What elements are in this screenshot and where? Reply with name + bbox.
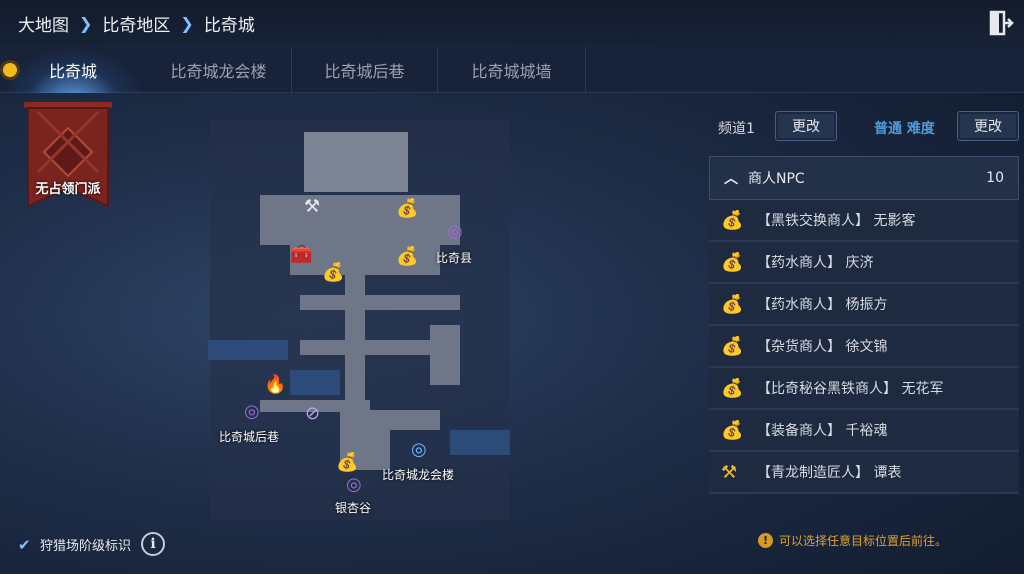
map-label-biqi-county[interactable]: 比奇县: [436, 251, 473, 265]
npc-list-item[interactable]: 💰 【比奇秘谷黑铁商人】 无花军: [709, 368, 1019, 410]
npc-name: 【药水商人】 杨振方: [757, 297, 888, 313]
area-tabs: 比奇城 比奇城龙会楼 比奇城后巷 比奇城城墙: [0, 46, 1024, 93]
money-bag-icon[interactable]: 💰: [336, 452, 359, 473]
tab-city-wall[interactable]: 比奇城城墙: [438, 46, 586, 93]
current-location-dot-icon: [3, 63, 17, 77]
npc-name: 【黑铁交换商人】 无影客: [757, 213, 916, 229]
tab-back-alley[interactable]: 比奇城后巷: [292, 46, 438, 93]
chevron-right-icon: ❯: [180, 14, 194, 33]
portal-icon[interactable]: ◎: [244, 401, 260, 422]
tab-dragon-hall[interactable]: 比奇城龙会楼: [146, 46, 292, 93]
breadcrumb: 大地图 ❯ 比奇地区 ❯ 比奇城: [18, 11, 255, 36]
money-bag-icon: 💰: [721, 251, 744, 273]
money-bag-icon[interactable]: 💰: [396, 246, 419, 267]
breadcrumb-world-map[interactable]: 大地图: [18, 16, 69, 36]
hunting-grade-toggle[interactable]: ✔ 狩猎场阶级标识 i: [18, 532, 166, 556]
difficulty-label: 普通 难度: [874, 121, 935, 137]
flame-icon[interactable]: 🔥: [264, 374, 287, 395]
money-bag-icon: 💰: [721, 293, 744, 315]
breadcrumb-region[interactable]: 比奇地区: [102, 16, 171, 36]
money-bag-icon: 💰: [721, 377, 744, 399]
npc-list: ︿ 商人NPC 10 💰 【黑铁交换商人】 无影客 💰 【药水商人】 庆济 💰 【药水…: [709, 156, 1019, 494]
hint-text: 可以选择任意目标位置后前往。: [779, 534, 948, 548]
chevron-right-icon: ❯: [79, 14, 93, 33]
category-count: 10: [986, 170, 1004, 186]
info-icon[interactable]: i: [141, 532, 166, 556]
portal-icon[interactable]: ◎: [346, 474, 362, 495]
money-bag-icon[interactable]: 💰: [322, 262, 345, 283]
change-channel-button[interactable]: 更改: [775, 111, 837, 141]
npc-name: 【装备商人】 千裕魂: [757, 423, 888, 439]
npc-name: 【青龙制造匠人】 谭表: [757, 465, 902, 481]
npc-name: 【药水商人】 庆济: [757, 255, 874, 271]
npc-name: 【杂货商人】 徐文锦: [757, 339, 888, 355]
map-label-dragon-hall[interactable]: 比奇城龙会楼: [382, 468, 455, 482]
hammer-tools-icon: ⚒: [721, 461, 738, 483]
chevron-up-icon: ︿: [724, 171, 738, 187]
change-difficulty-button[interactable]: 更改: [957, 111, 1019, 141]
npc-list-item[interactable]: ⚒ 【青龙制造匠人】 谭表: [709, 452, 1019, 494]
tab-biqi-city[interactable]: 比奇城: [0, 46, 146, 93]
breadcrumb-city: 比奇城: [203, 16, 255, 36]
money-bag-icon: 💰: [721, 335, 744, 357]
city-map[interactable]: ⚒ 💰 🧰 💰 💰 🔥 💰 ◎ ◎ ⊘ ◎ ◎ 比奇县 比奇城后巷 比奇城龙会楼…: [200, 110, 520, 530]
treasure-chest-icon[interactable]: 🧰: [290, 244, 313, 265]
exit-icon[interactable]: [988, 9, 1014, 37]
money-bag-icon[interactable]: 💰: [396, 198, 419, 219]
npc-list-item[interactable]: 💰 【药水商人】 杨振方: [709, 284, 1019, 326]
npc-category-header[interactable]: ︿ 商人NPC 10: [709, 156, 1019, 200]
portal-icon[interactable]: ◎: [411, 439, 427, 460]
npc-list-item[interactable]: 💰 【药水商人】 庆济: [709, 242, 1019, 284]
channel-label: 频道1: [718, 121, 755, 137]
checkmark-icon[interactable]: ✔: [18, 536, 31, 554]
category-label: 商人NPC: [748, 171, 805, 187]
navigation-hint: ! 可以选择任意目标位置后前往。: [758, 532, 947, 549]
map-label-back-alley[interactable]: 比奇城后巷: [219, 430, 280, 444]
npc-panel: 频道1 更改 普通 难度 更改 ︿ 商人NPC 10 💰 【黑铁交换商人】 无影客…: [700, 100, 1024, 574]
npc-list-item[interactable]: 💰 【装备商人】 千裕魂: [709, 410, 1019, 452]
top-bar: 大地图 ❯ 比奇地区 ❯ 比奇城: [0, 0, 1024, 46]
money-bag-icon: 💰: [721, 419, 744, 441]
warning-icon: !: [758, 533, 773, 548]
npc-name: 【比奇秘谷黑铁商人】 无花军: [757, 381, 944, 397]
npc-list-item[interactable]: 💰 【黑铁交换商人】 无影客: [709, 200, 1019, 242]
guild-banner-label: 无占领门派: [35, 182, 101, 197]
money-bag-icon: 💰: [721, 209, 744, 231]
gate-icon[interactable]: ⊘: [305, 403, 321, 424]
portal-icon[interactable]: ◎: [447, 221, 463, 242]
npc-list-item[interactable]: 💰 【杂货商人】 徐文锦: [709, 326, 1019, 368]
hunting-grade-label: 狩猎场阶级标识: [40, 538, 132, 554]
hammer-tools-icon[interactable]: ⚒: [304, 196, 321, 217]
map-label-ginkgo-valley[interactable]: 银杏谷: [335, 501, 372, 515]
guild-banner-icon: [24, 102, 112, 208]
